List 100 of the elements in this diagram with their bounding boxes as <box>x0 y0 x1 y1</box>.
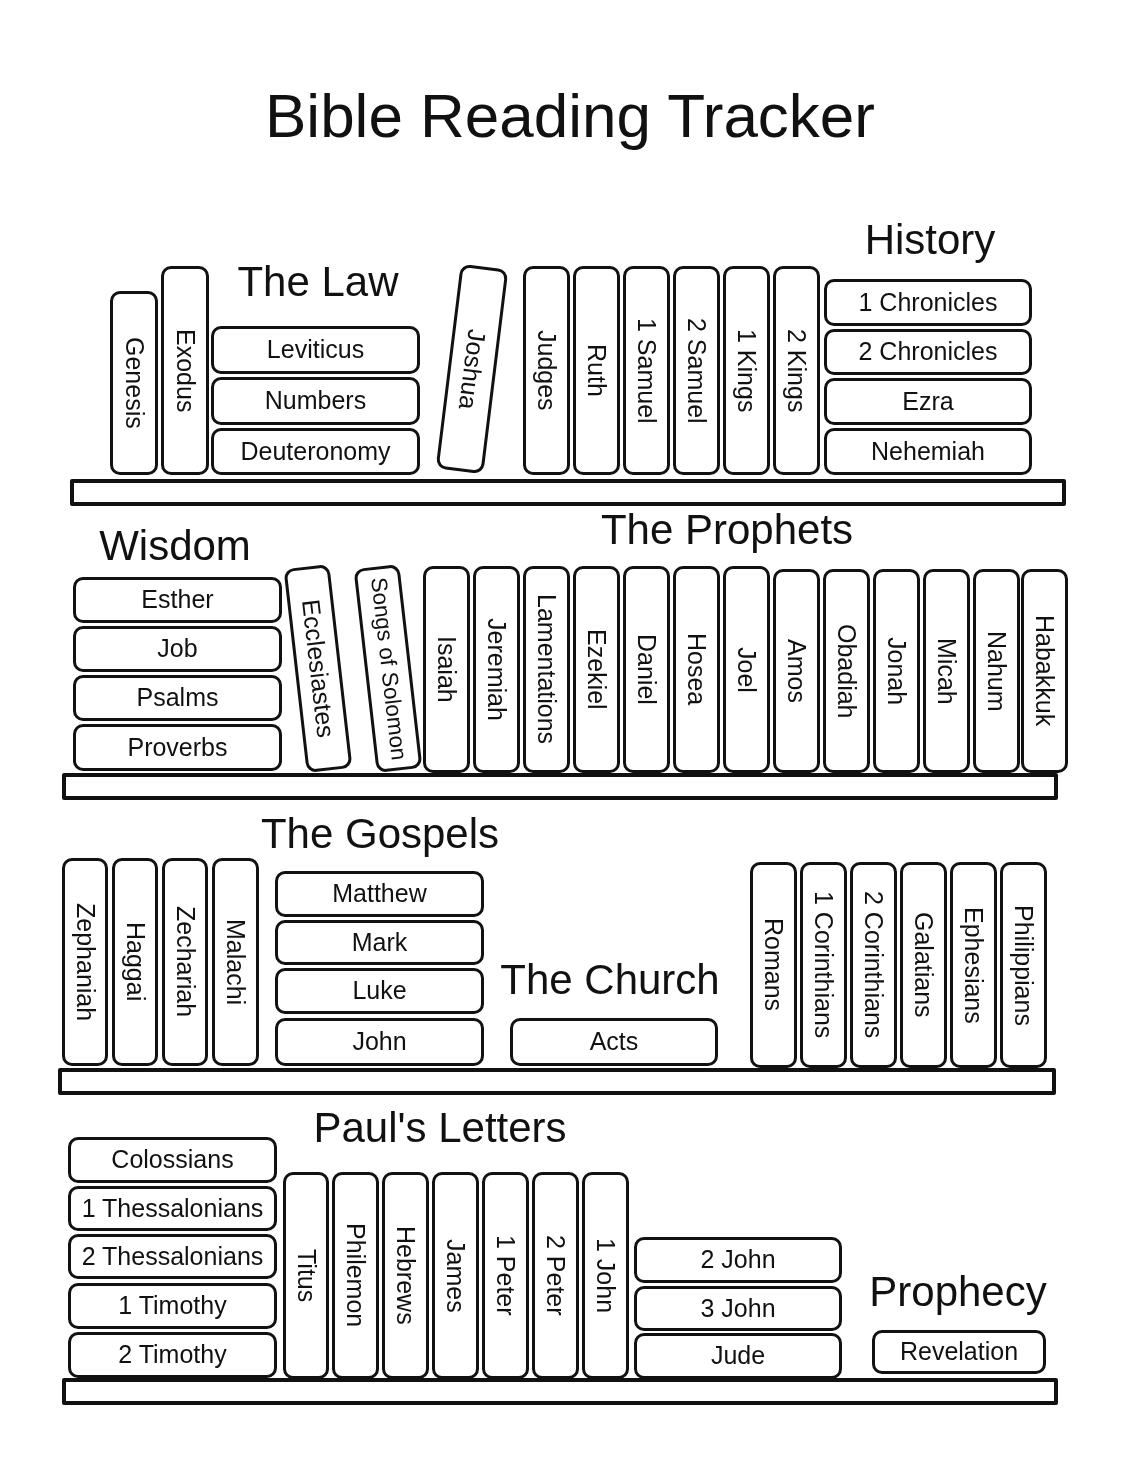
book-spine <box>800 862 847 1068</box>
book-title: 1 Kings <box>732 328 761 413</box>
book-spine <box>673 566 720 773</box>
book-title: 1 Timothy <box>118 1292 227 1320</box>
book-spine <box>673 266 720 475</box>
book-spine <box>332 1172 379 1379</box>
book-lying-flat <box>634 1286 842 1331</box>
book-spine <box>161 266 209 475</box>
book-lying-flat <box>68 1234 277 1279</box>
book-spine <box>523 566 570 773</box>
shelf-board <box>58 1068 1056 1095</box>
page-title: Bible Reading Tracker <box>265 80 875 152</box>
book-title: Zechariah <box>171 906 199 1018</box>
book-title: Nahum <box>982 630 1011 712</box>
book-title: Job <box>157 635 198 663</box>
book-title: Ezra <box>902 387 954 416</box>
book-title: Matthew <box>332 880 427 908</box>
book-title: Daniel <box>632 634 661 705</box>
book-title: Habakkuk <box>1030 615 1059 727</box>
book-title: 3 John <box>700 1294 776 1323</box>
section-heading: The Gospels <box>260 810 500 859</box>
book-title: Nehemiah <box>871 437 985 466</box>
book-spine <box>1021 569 1068 773</box>
section-heading: The Prophets <box>600 506 854 555</box>
book-title: Revelation <box>899 1338 1019 1366</box>
book-title: Judges <box>532 330 561 411</box>
book-lying-flat <box>73 724 282 771</box>
book-title: 2 Peter <box>541 1235 570 1316</box>
book-spine <box>773 569 820 773</box>
book-title: Exodus <box>171 328 199 413</box>
book-title: Numbers <box>264 387 367 415</box>
shelf-board <box>62 1378 1058 1405</box>
shelf-board <box>70 479 1066 506</box>
book-title: 2 Chronicles <box>858 338 998 366</box>
book-lying-flat <box>73 626 282 672</box>
book-lying-flat <box>73 577 282 623</box>
book-spine <box>750 862 797 1068</box>
book-spine <box>723 566 770 773</box>
book-lying-flat <box>211 326 420 374</box>
book-title: 1 John <box>591 1237 620 1314</box>
book-title: 1 Chronicles <box>858 288 998 317</box>
book-title: Genesis <box>120 337 148 429</box>
book-title: 2 Samuel <box>682 317 711 424</box>
book-spine <box>432 1172 479 1379</box>
book-lying-flat <box>872 1330 1046 1374</box>
book-spine <box>723 266 770 475</box>
book-title: Romans <box>759 918 788 1012</box>
book-lying-flat <box>275 920 484 965</box>
book-title: Isaiah <box>432 636 461 703</box>
book-title: Psalms <box>136 684 219 712</box>
book-title: Jeremiah <box>482 618 511 721</box>
book-title: Joel <box>732 646 761 693</box>
book-title: Philippians <box>1009 904 1038 1026</box>
book-title: Ruth <box>582 344 611 397</box>
book-spine <box>973 569 1020 773</box>
book-title: Hebrews <box>391 1226 420 1325</box>
book-title: Luke <box>352 977 407 1005</box>
book-spine <box>873 569 920 773</box>
book-spine <box>382 1172 429 1379</box>
book-lying-flat <box>824 329 1032 375</box>
book-spine <box>212 858 259 1066</box>
book-lying-flat <box>275 1018 484 1066</box>
section-heading: Wisdom <box>99 522 251 571</box>
book-title: Mark <box>351 928 408 957</box>
book-spine <box>162 858 208 1066</box>
book-title: Ephesians <box>959 906 988 1024</box>
book-title: 1 Peter <box>491 1235 520 1316</box>
section-heading: The Law <box>237 258 399 307</box>
book-spine <box>582 1172 629 1379</box>
book-spine <box>623 266 670 475</box>
book-lying-flat <box>73 675 282 721</box>
book-title: 2 John <box>700 1246 776 1274</box>
book-spine <box>532 1172 579 1379</box>
book-spine <box>283 1172 329 1379</box>
book-lying-flat <box>510 1018 718 1066</box>
book-title: Galatians <box>909 912 938 1018</box>
book-title: 2 Kings <box>782 328 811 413</box>
book-title: John <box>352 1028 407 1056</box>
book-spine <box>573 566 620 773</box>
book-spine <box>823 569 870 773</box>
book-title: Joshua <box>453 327 491 411</box>
book-lying-flat <box>68 1186 277 1231</box>
section-heading: The Church <box>500 956 720 1005</box>
book-lying-flat <box>275 871 484 917</box>
shelf-board <box>62 773 1058 800</box>
book-title: Obadiah <box>832 623 861 719</box>
book-title: Jonah <box>882 636 911 706</box>
book-title: Songs of Solomon <box>365 575 411 762</box>
book-spine <box>950 862 997 1068</box>
book-title: Micah <box>932 637 961 705</box>
book-lying-flat <box>824 378 1032 425</box>
book-title: Proverbs <box>127 733 228 762</box>
book-lying-flat <box>275 968 484 1014</box>
section-heading: Paul's Letters <box>313 1104 567 1153</box>
book-title: 1 Thessalonians <box>81 1194 264 1223</box>
book-title: Colossians <box>111 1146 234 1174</box>
book-spine <box>423 566 470 773</box>
book-title: Haggai <box>121 922 149 1002</box>
book-title: James <box>441 1238 470 1313</box>
book-title: Philemon <box>341 1223 370 1328</box>
